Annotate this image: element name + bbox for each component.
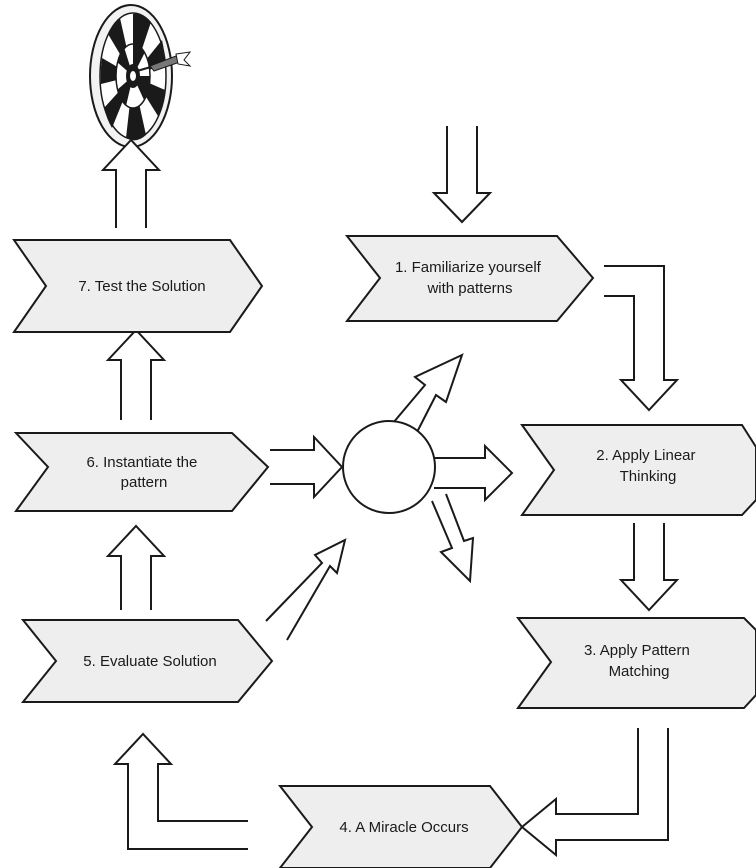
step-6-label: 6. Instantiate the pattern bbox=[86, 454, 201, 491]
arrow-hub-down-right bbox=[431, 493, 475, 584]
step-2-box bbox=[520, 424, 756, 516]
arrow-hub-to-step2 bbox=[434, 443, 514, 503]
step-5-label: 5. Evaluate Solution bbox=[83, 653, 216, 670]
arrow-hub-to-step1 bbox=[392, 353, 464, 439]
arrow-step3-to-step4 bbox=[520, 728, 669, 858]
arrow-step6-to-step7 bbox=[105, 328, 167, 420]
arrow-step2-to-step3 bbox=[618, 523, 680, 612]
step-7-label: 7. Test the Solution bbox=[78, 278, 205, 295]
hub-circle bbox=[342, 420, 436, 514]
arrow-step4-to-step5 bbox=[112, 732, 248, 850]
step-6-box bbox=[13, 432, 270, 512]
step-4-box bbox=[277, 785, 524, 868]
step-1-box bbox=[344, 235, 595, 322]
arrow-step5-to-step6 bbox=[105, 524, 167, 610]
step-3-label: 3. Apply Pattern Matching bbox=[584, 642, 694, 680]
arrow-step6-to-hub bbox=[270, 434, 344, 500]
arrow-into-step1 bbox=[431, 126, 493, 224]
arrow-step5-to-hub bbox=[265, 538, 347, 641]
arrow-step1-to-step2 bbox=[604, 265, 680, 412]
dart-icon bbox=[136, 51, 192, 72]
step-7-box bbox=[12, 239, 264, 333]
arrow-step7-to-target bbox=[100, 138, 162, 228]
step-3-box bbox=[516, 617, 756, 709]
step-2-label: 2. Apply Linear Thinking bbox=[596, 447, 699, 485]
step-5-box bbox=[20, 619, 274, 703]
step-4-label: 4. A Miracle Occurs bbox=[339, 819, 468, 836]
step-1-label: 1. Familiarize yourself with patterns bbox=[395, 259, 545, 297]
dartboard-target-icon bbox=[89, 4, 173, 148]
